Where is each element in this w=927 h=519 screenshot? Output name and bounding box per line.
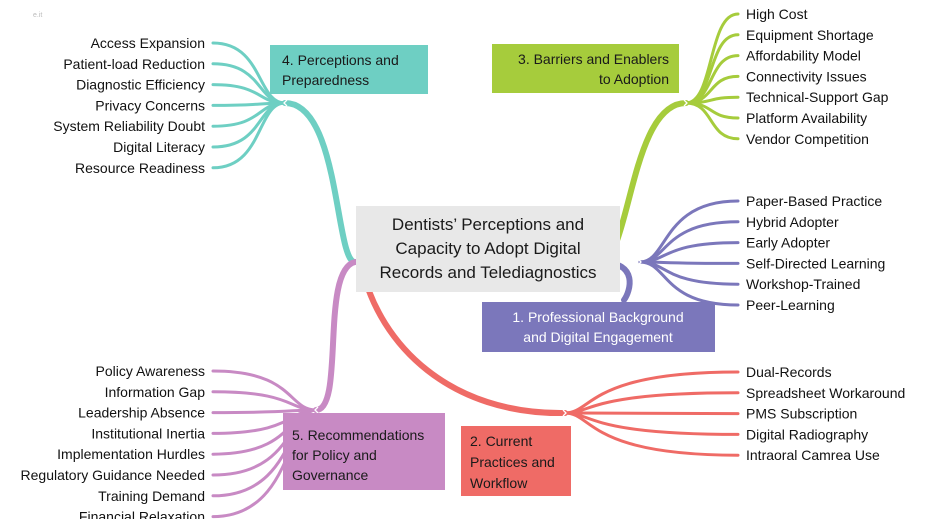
professional-leaf-item: Paper-Based Practice xyxy=(746,193,882,209)
chevron-icon xyxy=(314,406,319,414)
practices-leaf-item: Digital Radiography xyxy=(746,426,868,442)
chevron-icon xyxy=(562,409,567,417)
perceptions-category-text: 4. Perceptions and xyxy=(282,52,399,68)
perceptions-category-box xyxy=(270,45,428,94)
chevron-icon xyxy=(283,99,288,107)
central-topic-line: Records and Telediagnostics xyxy=(379,263,596,282)
practices-twig xyxy=(563,391,740,415)
practices-category-text: Workflow xyxy=(470,475,528,491)
barriers-twig xyxy=(684,33,740,105)
professional-twig xyxy=(638,260,740,286)
barriers-leaf-item: High Cost xyxy=(746,6,808,22)
professional-leaf-item: Peer-Learning xyxy=(746,297,835,313)
practices-twig xyxy=(563,411,740,457)
recommendations-leaf-item: Information Gap xyxy=(105,384,206,400)
recommendations-category-box xyxy=(283,413,445,490)
perceptions-leaf-item: Diagnostic Efficiency xyxy=(76,77,205,93)
recommendations-leaf-item: Leadership Absence xyxy=(78,405,205,421)
professional-leaf-item: Workshop-Trained xyxy=(746,276,860,292)
perceptions-leaf-item: Access Expansion xyxy=(91,35,205,51)
practices-leaf-item: Spreadsheet Workaround xyxy=(746,385,905,401)
recommendations-category-text: Governance xyxy=(292,467,368,483)
barriers-category-text: to Adoption xyxy=(599,71,669,87)
recommendations-leaf-item: Regulatory Guidance Needed xyxy=(21,467,205,483)
perceptions-leaf-item: Resource Readiness xyxy=(75,160,205,176)
barriers-leaf-item: Affordability Model xyxy=(746,48,861,64)
professional-twig xyxy=(638,260,740,307)
barriers-category-label: 3. Barriers and Enablers to Adoption xyxy=(492,44,679,93)
perceptions-leaf-item: System Reliability Doubt xyxy=(53,118,205,134)
practices-category-text: Practices and xyxy=(470,454,555,470)
practices-category-box xyxy=(461,426,571,496)
perceptions-twig xyxy=(211,101,287,170)
practices-leaf-item: PMS Subscription xyxy=(746,406,857,422)
practices-twig xyxy=(563,411,740,416)
practices-leaf-item: Intraoral Camrea Use xyxy=(746,447,880,463)
recommendations-leaf-item: Implementation Hurdles xyxy=(57,446,205,462)
recommendations-category-text: for Policy and xyxy=(292,447,377,463)
central-topic-line: Dentists’ Perceptions and xyxy=(392,215,584,234)
barriers-leaf-item: Technical-Support Gap xyxy=(746,89,889,105)
practices-branch-trunk xyxy=(359,265,568,417)
barriers-leaf-item: Equipment Shortage xyxy=(746,27,874,43)
barriers-leaf-item: Vendor Competition xyxy=(746,131,869,147)
recommendations-category-text: 5. Recommendations xyxy=(292,427,424,443)
practices-leaf-item: Dual-Records xyxy=(746,364,832,380)
barriers-leaf-item: Connectivity Issues xyxy=(746,68,867,84)
chevron-icon xyxy=(683,99,688,107)
perceptions-leaf-item: Privacy Concerns xyxy=(95,97,205,113)
perceptions-leaf-item: Digital Literacy xyxy=(113,139,205,155)
chevron-icon xyxy=(637,258,642,266)
recommendations-branch-trunk xyxy=(313,259,358,413)
central-topic-line: Capacity to Adopt Digital xyxy=(395,239,580,258)
recommendations-leaf-item: Financial Relaxation xyxy=(79,509,205,519)
professional-category-text: 1. Professional Background xyxy=(512,309,683,325)
barriers-category-box xyxy=(492,44,679,93)
professional-category-text: and Digital Engagement xyxy=(523,329,673,345)
recommendations-twig xyxy=(211,369,318,412)
recommendations-leaf-item: Institutional Inertia xyxy=(91,425,205,441)
recommendations-twig xyxy=(211,390,318,412)
professional-category-box xyxy=(482,302,715,352)
barriers-leaf-item: Platform Availability xyxy=(746,110,867,126)
perceptions-branch-trunk xyxy=(282,100,358,265)
professional-category-label: 1. Professional Background and Digital En… xyxy=(482,302,715,352)
watermark-text: e.it xyxy=(33,12,42,19)
practices-category-text: 2. Current xyxy=(470,433,532,449)
perceptions-category-text: Preparedness xyxy=(282,72,369,88)
barriers-twig xyxy=(684,101,740,141)
professional-leaf-item: Self-Directed Learning xyxy=(746,255,885,271)
barriers-category-text: 3. Barriers and Enablers xyxy=(518,51,669,67)
central-topic-box xyxy=(356,206,620,292)
professional-leaf-item: Early Adopter xyxy=(746,235,830,251)
perceptions-leaf-item: Patient-load Reduction xyxy=(63,56,205,72)
recommendations-category-label: 5. Recommendations for Policy andGovernan… xyxy=(283,413,445,490)
recommendations-leaf-item: Training Demand xyxy=(98,488,205,504)
recommendations-leaf-item: Policy Awareness xyxy=(96,363,205,379)
professional-leaf-item: Hybrid Adopter xyxy=(746,214,839,230)
